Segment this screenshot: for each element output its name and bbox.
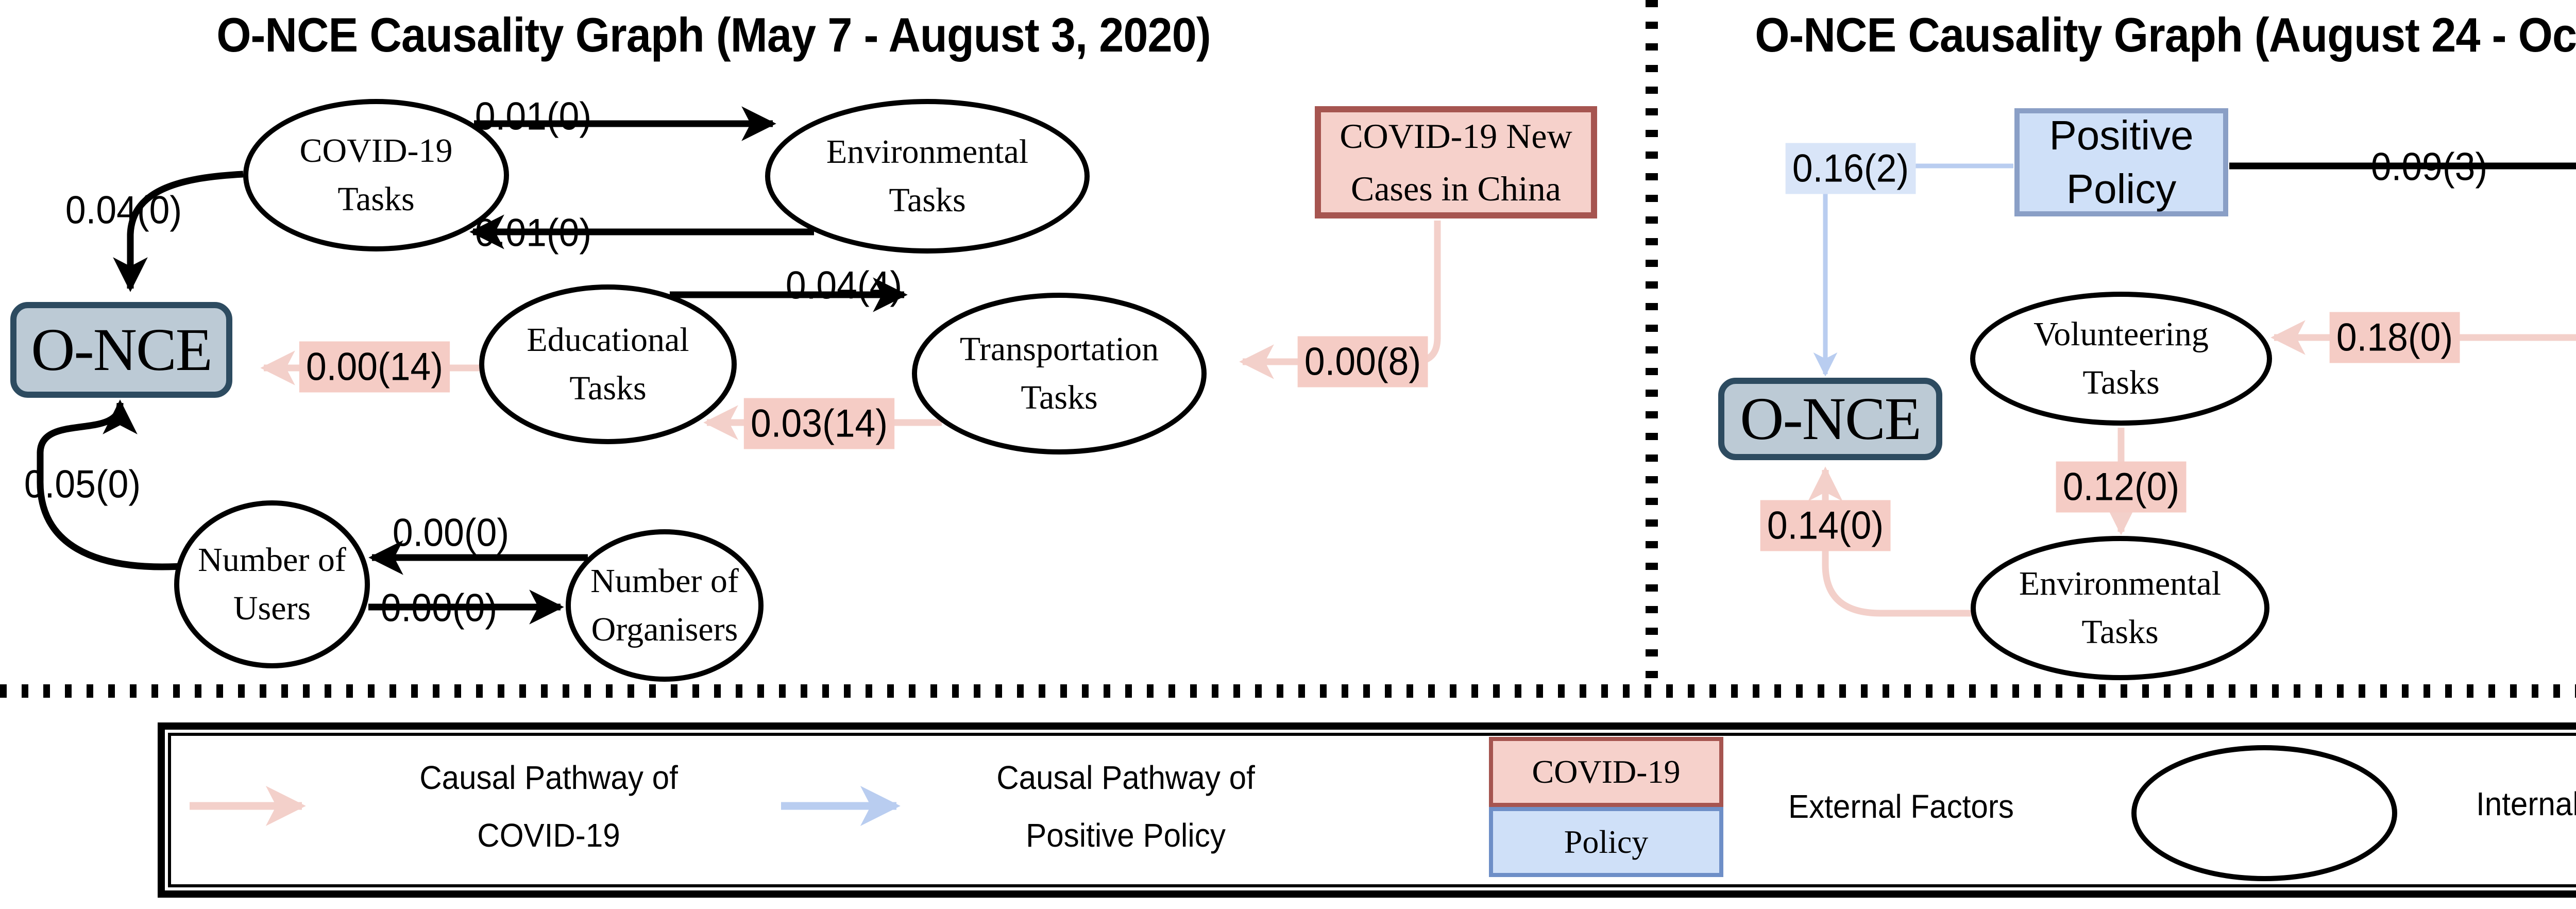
edge-weight-right-voln-env: 0.12(0) (2056, 461, 2187, 513)
node-label-line: COVID-19 New (1340, 116, 1572, 156)
legend-external-label: External Factors (1788, 788, 2014, 825)
node-label-line: Positive (2049, 112, 2194, 158)
edge-weight-left-users-once: 0.05(0) (24, 462, 141, 507)
edge-weight-right-policy-once: 0.16(2) (1785, 143, 1916, 194)
edge-weight-right-env-once: 0.14(0) (1760, 500, 1891, 551)
legend-covid-box: COVID-19 (1489, 737, 1723, 807)
legend-policy-arrow-line1: Causal Pathway of (996, 759, 1255, 796)
legend-inner-border (168, 733, 2576, 887)
node-label-line: Organisers (591, 611, 738, 648)
edge-covid-once (113, 171, 244, 292)
legend-policy-box: Policy (1489, 807, 1723, 877)
node-left-once: O-NCE (10, 302, 232, 398)
node-label-line: Environmental (826, 133, 1029, 171)
vertical-dotted-separator (1646, 0, 1658, 685)
node-label-line: Users (233, 590, 311, 627)
edge-weight-right-policy-users: 0.09(3) (2370, 145, 2488, 189)
legend-covid-arrow-line2: COVID-19 (477, 817, 620, 854)
legend-policy-arrow-label: Causal Pathway of Positive Policy (996, 749, 1255, 864)
edge-weight-right-users-voln: 0.18(0) (2329, 312, 2460, 363)
node-right-once: O-NCE (1718, 378, 1942, 460)
edge-weight-left-covid-once: 0.04(0) (65, 188, 182, 232)
edge-weight-left-cases-trans: 0.00(8) (1297, 336, 1428, 388)
legend-policy-arrow-line2: Positive Policy (1026, 817, 1226, 854)
node-label-line: Number of (590, 562, 739, 600)
edge-weight-left-org-users: 0.00(0) (392, 511, 510, 555)
edge-env-once (1808, 466, 1971, 617)
legend-box (158, 722, 2576, 898)
edge-weight-left-users-org: 0.00(0) (380, 586, 498, 630)
right-graph-title: O-NCE Causality Graph (August 24 - Octob… (1755, 8, 2576, 62)
left-graph-title: O-NCE Causality Graph (May 7 - August 3,… (216, 8, 1211, 62)
node-label-line: Educational (527, 321, 689, 359)
legend-covid-arrow-label: Causal Pathway of COVID-19 (419, 749, 678, 864)
node-label-line: Tasks (1021, 379, 1098, 416)
edge-weight-left-trans-edu: 0.03(14) (743, 398, 895, 449)
node-label-line: Tasks (337, 180, 415, 218)
node-label-line: O-NCE (31, 316, 213, 383)
edge-weight-left-edu-trans: 0.04(4) (785, 263, 903, 308)
legend-internal-ellipse (2131, 745, 2397, 881)
legend-internal-label: Internal Factors (2476, 785, 2576, 822)
node-label-line: Policy (2066, 166, 2177, 212)
node-label-line: O-NCE (1740, 385, 1922, 452)
node-label-line: Tasks (2082, 364, 2160, 401)
node-label-line: Tasks (889, 181, 966, 219)
node-label-line: Cases in China (1351, 169, 1561, 208)
node-label-line: Number of (198, 541, 346, 579)
node-label-line: Tasks (2081, 613, 2159, 651)
node-label-line: Transportation (959, 330, 1159, 368)
edge-weight-left-edu-once: 0.00(14) (299, 341, 450, 393)
horizontal-dotted-separator (0, 684, 2576, 698)
edge-users-once (37, 399, 190, 570)
edge-weight-left-env-covid: 0.01(0) (474, 211, 592, 255)
node-left-number-of-organisers: Number of Organisers (566, 529, 764, 682)
node-label-line: Environmental (2019, 565, 2222, 603)
node-label-line: Tasks (569, 369, 647, 407)
node-label-line: Volunteering (2033, 315, 2209, 354)
node-left-number-of-users: Number of Users (174, 500, 370, 668)
node-label-line: COVID-19 (299, 132, 453, 170)
edge-weight-left-covid-env: 0.01(0) (474, 94, 592, 139)
legend-covid-arrow-line1: Causal Pathway of (419, 759, 678, 796)
